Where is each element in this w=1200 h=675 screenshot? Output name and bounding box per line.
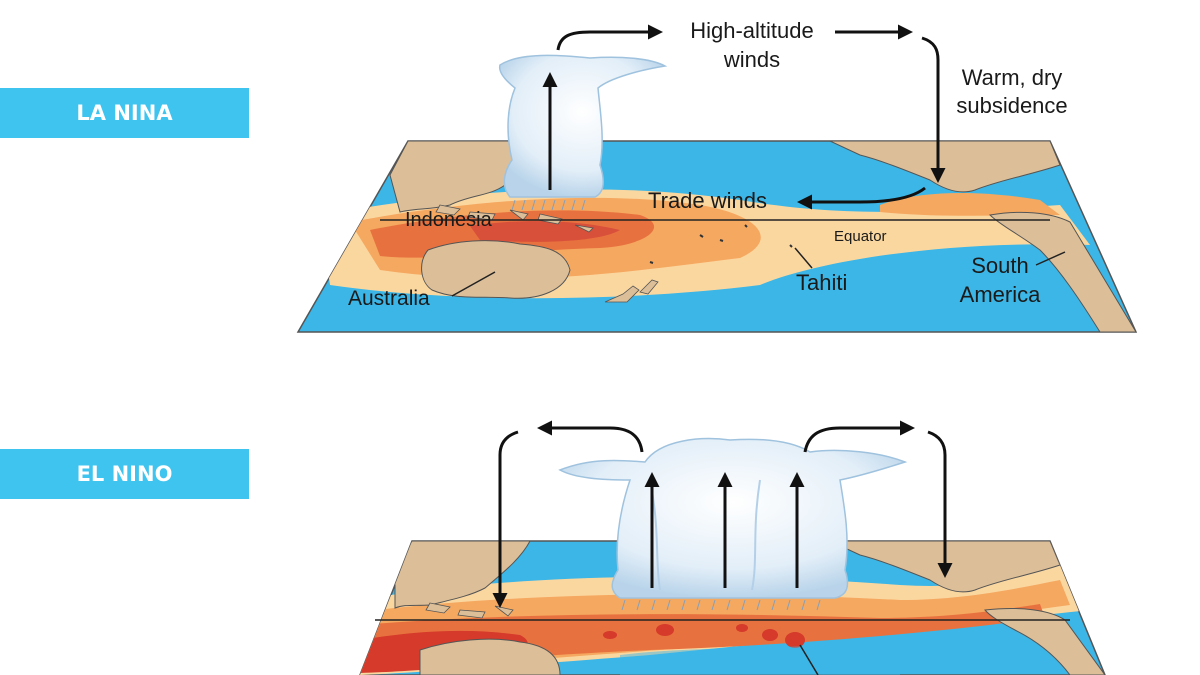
north-america-land xyxy=(829,141,1061,193)
la-nina-circulation xyxy=(542,24,946,210)
el-nino-south-america-land xyxy=(984,608,1105,675)
label-indonesia: Indonesia xyxy=(405,209,493,231)
label-australia: Australia xyxy=(348,287,430,310)
label-equator: Equator xyxy=(834,228,887,245)
label-winds: winds xyxy=(723,47,780,72)
australia-land xyxy=(421,240,571,299)
el-nino-asia-land xyxy=(394,541,531,609)
el-nino-circulation xyxy=(492,420,953,608)
label-high-altitude: High-altitude xyxy=(690,18,814,43)
la-nina-cloud xyxy=(498,54,668,211)
label-tahiti: Tahiti xyxy=(796,270,847,295)
high-altitude-arrow-left xyxy=(556,24,663,51)
el-nino-map xyxy=(359,540,1106,675)
subsidence-arrow-east xyxy=(927,430,953,578)
label-trade-winds: Trade winds xyxy=(648,188,767,213)
label-america: America xyxy=(960,282,1041,307)
el-nino-tag: EL NINO xyxy=(0,449,249,499)
label-warm-dry: Warm, dry xyxy=(962,65,1063,90)
trade-winds-arrow xyxy=(797,186,926,210)
el-nino-australia-land xyxy=(419,638,561,675)
la-nina-labels: High-altitude winds Warm, dry subsidence… xyxy=(348,18,1068,310)
label-subsidence: subsidence xyxy=(956,93,1067,118)
subsidence-arrow xyxy=(921,36,946,183)
label-south: South xyxy=(971,253,1029,278)
subsidence-arrow-west xyxy=(492,430,519,608)
south-america-land xyxy=(988,211,1136,332)
outflow-arrow-right xyxy=(803,420,915,453)
outflow-arrow-left xyxy=(537,420,644,453)
la-nina-tag: LA NINA xyxy=(0,88,249,138)
la-nina-east-warm xyxy=(880,193,1060,216)
